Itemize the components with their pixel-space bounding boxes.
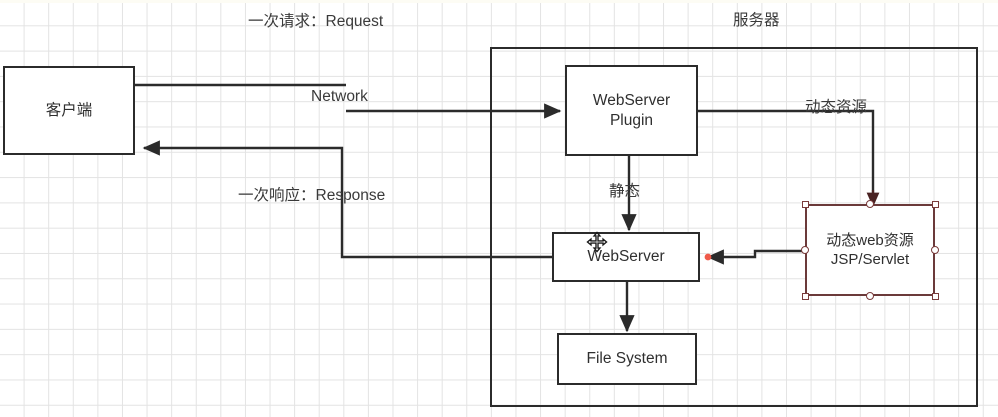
edge-dynamic-to-webserver: [706, 249, 803, 265]
node-webserver[interactable]: WebServer: [552, 232, 700, 282]
edge-endpoint-dot: [704, 253, 712, 261]
node-dynamic-web-resource[interactable]: 动态web资源 JSP/Servlet: [805, 204, 935, 296]
node-webserver-plugin[interactable]: WebServer Plugin: [565, 65, 698, 156]
canvas-top-edge: [0, 0, 998, 3]
selection-handle-top-right[interactable]: [931, 200, 939, 208]
selection-handle-bottom-right[interactable]: [931, 292, 939, 300]
move-cursor-icon: [586, 231, 608, 253]
selection-handle-bottom-center[interactable]: [866, 292, 874, 300]
node-client[interactable]: 客户端: [3, 66, 135, 155]
node-file-system[interactable]: File System: [557, 333, 697, 385]
label-network: Network: [311, 88, 368, 105]
selection-handle-middle-left[interactable]: [801, 246, 809, 254]
edge-dynamic-resource: [698, 109, 875, 200]
label-dynamic-resource: 动态资源: [805, 99, 868, 116]
label-request: 一次请求：Request: [248, 13, 384, 30]
label-static: 静态: [609, 183, 641, 200]
selection-handle-top-left[interactable]: [801, 200, 809, 208]
server-container-label: 服务器: [733, 12, 780, 29]
selection-handle-middle-right[interactable]: [931, 246, 939, 254]
edge-response: [142, 140, 552, 259]
server-container-box[interactable]: [490, 47, 978, 407]
selection-handle-bottom-left[interactable]: [801, 292, 809, 300]
label-response: 一次响应：Response: [238, 187, 386, 204]
selection-handle-top-center[interactable]: [866, 200, 874, 208]
